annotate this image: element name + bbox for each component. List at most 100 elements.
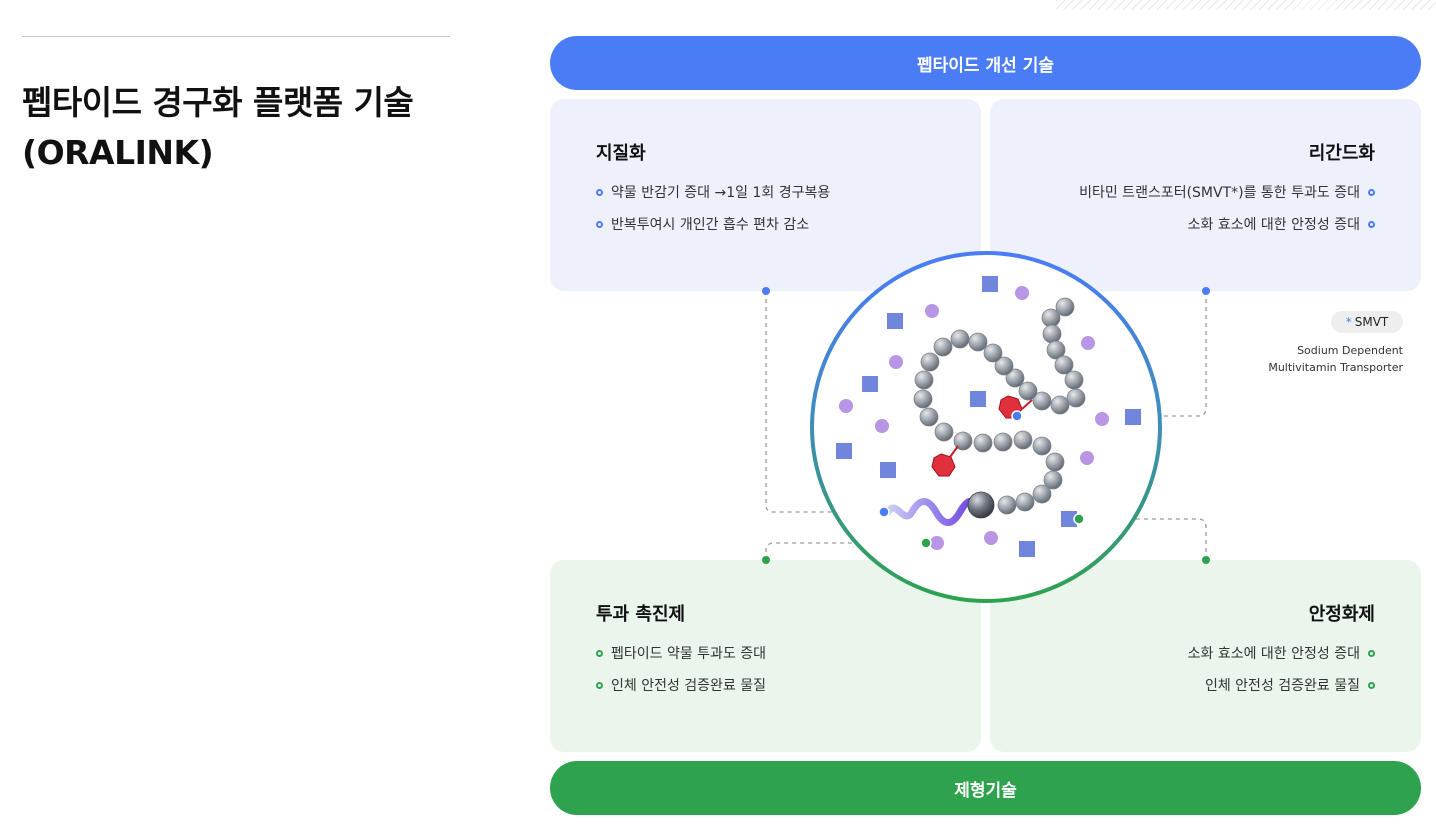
dot-marker (875, 419, 889, 433)
purple-dots (839, 286, 1109, 550)
chain-bead (994, 356, 1014, 376)
list-item: 펩타이드 약물 투과도 증대 (596, 638, 935, 670)
list-item-text: 소화 효소에 대한 안정성 증대 (1187, 646, 1360, 662)
chain-bead (1041, 308, 1061, 328)
connector-endpoints (878, 410, 1085, 549)
list-item: 비타민 트랜스포터(SMVT*)를 통한 투과도 증대 (1036, 177, 1375, 209)
square-marker (970, 391, 986, 407)
square-marker (862, 376, 878, 392)
chain-bead (1055, 297, 1075, 317)
dot-marker (1080, 451, 1094, 465)
connector-ligand (1017, 291, 1207, 417)
smvt-desc-line-1: Sodium Dependent (1297, 344, 1403, 357)
chain-bead (919, 407, 939, 427)
endpoint-dot (1011, 410, 1023, 422)
dot-marker (839, 399, 853, 413)
connector-lipidation (765, 291, 884, 513)
bullet-icon (1368, 188, 1375, 196)
chain-bead (1064, 370, 1084, 390)
connector-enhancer (765, 542, 926, 560)
corner-hatch-decoration (1056, 0, 1436, 10)
list-item: 소화 효소에 대한 안정성 증대 (1036, 209, 1375, 241)
ruby-link (1021, 399, 1033, 410)
connector-lines (765, 291, 1207, 560)
chain-bead (1046, 340, 1066, 360)
chain-bead (983, 343, 1003, 363)
smvt-badge: * SMVT (1331, 311, 1403, 333)
chain-bead (993, 432, 1013, 452)
page-title-line-1: 펩타이드 경구화 플랫폼 기술 (22, 83, 414, 122)
bullet-icon (596, 188, 603, 196)
chain-bead (1043, 470, 1063, 490)
panel-permeation-enhancer: 투과 촉진제 펩타이드 약물 투과도 증대 인체 안전성 검증완료 물질 (550, 560, 981, 752)
lipid-tail-wave (884, 498, 982, 526)
list-item: 약물 반감기 증대 →1일 1회 경구복용 (596, 177, 935, 209)
molecule-ring (810, 251, 1162, 603)
chain-bead (1045, 452, 1065, 472)
bullet-icon (596, 681, 603, 689)
square-marker (1019, 541, 1035, 557)
smvt-desc-line-2: Multivitamin Transporter (1268, 361, 1403, 374)
chain-bead (953, 431, 973, 451)
dot-marker (1095, 412, 1109, 426)
ruby-link (949, 445, 959, 458)
page-title-line-2: (ORALINK) (22, 133, 214, 172)
ligand-rubies (931, 395, 1033, 477)
chain-bead (1042, 324, 1062, 344)
chain-bead (934, 422, 954, 442)
dot-marker (1081, 336, 1095, 350)
list-item-text: 비타민 트랜스포터(SMVT*)를 통한 투과도 증대 (1079, 185, 1360, 201)
chain-bead (1066, 388, 1086, 408)
list-item: 소화 효소에 대한 안정성 증대 (1036, 638, 1375, 670)
chain-bead (1018, 381, 1038, 401)
peptide-improvement-banner: 펩타이드 개선 기술 (550, 36, 1421, 90)
panel-title: 투과 촉진제 (596, 604, 686, 625)
endpoint-dot (878, 506, 890, 518)
square-marker (836, 443, 852, 459)
panel-lipidation: 지질화 약물 반감기 증대 →1일 1회 경구복용 반복투여시 개인간 흡수 편… (550, 99, 981, 291)
chain-bead (1032, 391, 1052, 411)
list-item-text: 펩타이드 약물 투과도 증대 (611, 646, 767, 662)
chain-bead (1005, 368, 1025, 388)
panel-title: 리간드화 (1308, 143, 1375, 164)
peptide-chain (913, 297, 1086, 515)
bullet-icon (1368, 649, 1375, 657)
panel-title: 안정화제 (1308, 604, 1375, 625)
smvt-description: Sodium Dependent Multivitamin Transporte… (1200, 342, 1403, 376)
chain-bead (1054, 355, 1074, 375)
endpoint-dot (920, 537, 932, 549)
chain-bead (1032, 484, 1052, 504)
smvt-label: SMVT (1354, 315, 1389, 329)
list-item: 반복투여시 개인간 흡수 편차 감소 (596, 209, 935, 241)
connector-nodes (762, 287, 1210, 564)
panel-list: 약물 반감기 증대 →1일 1회 경구복용 반복투여시 개인간 흡수 편차 감소 (596, 177, 935, 241)
bullet-icon (596, 220, 603, 228)
ruby-marker (931, 453, 956, 477)
anchor-bead (967, 491, 995, 519)
list-item: 인체 안전성 검증완료 물질 (1036, 670, 1375, 702)
list-item-text: 소화 효소에 대한 안정성 증대 (1187, 217, 1360, 233)
chain-bead (920, 352, 940, 372)
panel-list: 비타민 트랜스포터(SMVT*)를 통한 투과도 증대 소화 효소에 대한 안정… (1036, 177, 1375, 241)
chain-bead (1050, 395, 1070, 415)
chain-bead (997, 495, 1017, 515)
bullet-icon (596, 649, 603, 657)
list-item-text: 인체 안전성 검증완료 물질 (611, 678, 767, 694)
page-title: 펩타이드 경구화 플랫폼 기술 (ORALINK) (22, 78, 462, 178)
chain-bead (968, 332, 988, 352)
dot-marker (889, 355, 903, 369)
connector-stabilizer (1080, 518, 1207, 560)
formulation-banner: 제형기술 (550, 761, 1421, 815)
chain-bead (933, 337, 953, 357)
dot-marker (925, 304, 939, 318)
list-item-text: 약물 반감기 증대 →1일 1회 경구복용 (611, 185, 831, 201)
bullet-icon (1368, 220, 1375, 228)
chain-bead (1015, 492, 1035, 512)
chain-bead (1032, 436, 1052, 456)
square-marker (880, 462, 896, 478)
chain-bead (950, 329, 970, 349)
panel-stabilizer: 안정화제 소화 효소에 대한 안정성 증대 인체 안전성 검증완료 물질 (990, 560, 1421, 752)
square-marker (1125, 409, 1141, 425)
dot-marker (984, 531, 998, 545)
title-divider (22, 36, 450, 37)
